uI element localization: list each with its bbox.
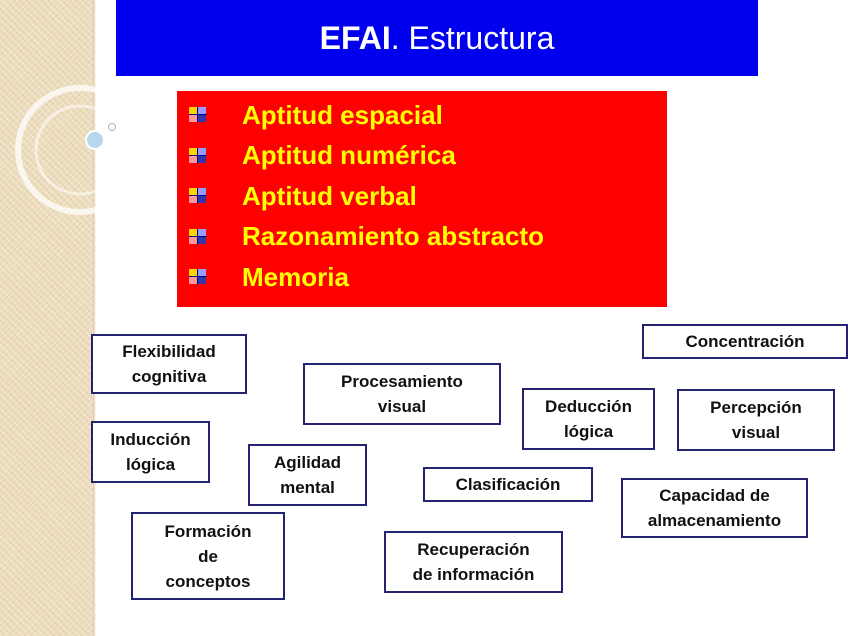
factor-induccion-logica: Inducción lógica [91, 421, 210, 483]
aptitudes-list: Aptitud espacial Aptitud numérica [177, 95, 667, 298]
title-bold-part: EFAI [319, 19, 391, 56]
factor-label: Clasificación [455, 475, 561, 494]
aptitude-label: Aptitud numérica [242, 140, 456, 171]
factor-label: Formación de conceptos [164, 521, 252, 591]
side-panel-edge [93, 0, 96, 636]
factor-label: Concentración [685, 332, 805, 351]
factor-label: Recuperación de información [412, 540, 535, 584]
factor-capacidad-almacenamiento: Capacidad de almacenamiento [621, 478, 808, 538]
aptitude-item: Aptitud verbal [177, 176, 667, 217]
factor-clasificacion: Clasificación [423, 467, 593, 502]
bullet [177, 262, 242, 292]
factor-agilidad-mental: Agilidad mental [248, 444, 367, 506]
bullet [177, 222, 242, 252]
factor-flexibilidad-cognitiva: Flexibilidad cognitiva [91, 334, 247, 394]
bullet [177, 141, 242, 171]
bullet [177, 100, 242, 130]
aptitude-label: Memoria [242, 261, 349, 292]
factor-label: Agilidad mental [273, 453, 342, 497]
factor-percepcion-visual: Percepción visual [677, 389, 835, 451]
aptitude-item: Aptitud numérica [177, 136, 667, 177]
windows-flag-icon [189, 147, 207, 164]
title-rest-part: . Estructura [390, 19, 555, 56]
factor-formacion-conceptos: Formación de conceptos [131, 512, 285, 600]
aptitude-label: Razonamiento abstracto [242, 221, 544, 252]
windows-flag-icon [189, 188, 207, 205]
factor-label: Capacidad de almacenamiento [647, 486, 782, 530]
windows-flag-icon [189, 107, 207, 124]
factor-procesamiento-visual: Procesamiento visual [303, 363, 501, 425]
bullet [177, 181, 242, 211]
factor-recuperacion-informacion: Recuperación de información [384, 531, 563, 593]
factor-deduccion-logica: Deducción lógica [522, 388, 655, 450]
factor-label: Flexibilidad cognitiva [122, 342, 216, 386]
aptitude-item: Aptitud espacial [177, 95, 667, 136]
factor-concentracion: Concentración [642, 324, 848, 359]
factor-label: Percepción visual [710, 398, 802, 442]
factor-label: Procesamiento visual [341, 372, 463, 416]
factor-label: Deducción lógica [545, 397, 632, 441]
aptitudes-box: Aptitud espacial Aptitud numérica [177, 91, 667, 307]
aptitude-item: Razonamiento abstracto [177, 217, 667, 258]
aptitude-label: Aptitud verbal [242, 180, 417, 211]
windows-flag-icon [189, 228, 207, 245]
aptitude-item: Memoria [177, 257, 667, 298]
windows-flag-icon [189, 269, 207, 286]
factor-label: Inducción lógica [110, 430, 191, 474]
slide-title: EFAI. Estructura [116, 0, 758, 76]
aptitude-label: Aptitud espacial [242, 99, 443, 130]
decorative-circles [15, 85, 140, 215]
